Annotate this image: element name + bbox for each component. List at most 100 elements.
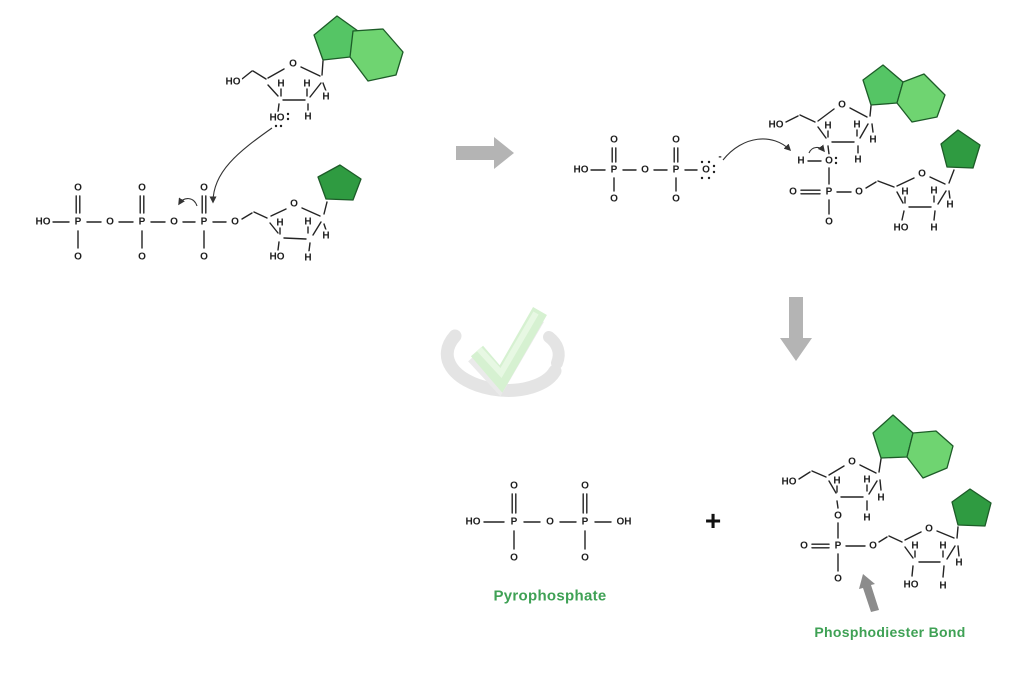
watermark-check-highlight: [476, 311, 539, 379]
base-ring: [896, 73, 946, 123]
atom-label: H: [863, 475, 870, 486]
atom-label: H: [304, 253, 311, 264]
atom-label: HO: [574, 165, 589, 176]
bond: [241, 70, 253, 80]
pyrophosphate-label: Pyrophosphate: [493, 587, 607, 605]
atom-label: P: [582, 517, 589, 528]
atom-label: H: [833, 476, 840, 487]
bond: [267, 84, 279, 97]
bond: [827, 145, 830, 155]
bond: [301, 207, 321, 217]
base-ring: [906, 430, 954, 479]
bond: [828, 480, 837, 494]
atom-label: HO: [782, 477, 797, 488]
atom-label: O: [546, 517, 554, 528]
bond: [878, 458, 882, 473]
atom-label: HO: [904, 580, 919, 591]
atom-label: H: [877, 493, 884, 504]
atom-label: H: [955, 558, 962, 569]
bond: [948, 190, 951, 200]
bond: [946, 545, 956, 560]
lone-pair-dot: [707, 176, 711, 180]
bond: [253, 211, 268, 219]
bond: [904, 531, 922, 541]
bond: [957, 545, 960, 557]
bond: [312, 221, 322, 236]
atom-label: O: [610, 135, 618, 146]
base-ring: [940, 129, 981, 169]
bond: [849, 107, 868, 118]
bond: [323, 201, 328, 215]
atom-label: H: [303, 79, 310, 90]
bond: [888, 535, 903, 543]
atom-label: P: [139, 217, 146, 228]
bond: [936, 530, 955, 539]
atom-label: H: [824, 121, 831, 132]
bond: [308, 242, 311, 252]
atom-label: O: [702, 165, 710, 176]
atom-label: H: [304, 112, 311, 123]
atom-label: O: [231, 217, 239, 228]
bond: [241, 212, 253, 220]
bond: [869, 105, 872, 117]
atom-label: H: [901, 187, 908, 198]
deprotonation-arrow-long: [722, 138, 792, 161]
bond: [798, 471, 811, 480]
atom-label: O: [848, 457, 856, 468]
atom-label: H: [277, 79, 284, 90]
atom-label: O: [581, 481, 589, 492]
atom-label: H: [853, 120, 860, 131]
atom-label: P: [611, 165, 618, 176]
atom-label: P: [835, 541, 842, 552]
atom-label: H: [322, 92, 329, 103]
atom-label: OH: [617, 517, 632, 528]
bond: [865, 181, 877, 189]
atom-label: O: [510, 553, 518, 564]
charge-label: -: [718, 152, 721, 163]
bond: [300, 66, 321, 77]
bond: [817, 126, 827, 139]
atom-label: O: [800, 541, 808, 552]
lone-pair-dot: [712, 164, 716, 168]
atom-label: O: [838, 100, 846, 111]
atom-label: O: [789, 187, 797, 198]
atom-label: HO: [270, 252, 285, 263]
plus-sign: +: [704, 505, 722, 536]
atom-label: O: [289, 59, 297, 70]
phosphodiester-bond-label: Phosphodiester Bond: [814, 624, 966, 640]
lone-pair-dot: [707, 160, 711, 164]
atom-label: P: [201, 217, 208, 228]
atom-label: O: [925, 524, 933, 535]
bond: [785, 115, 799, 123]
atom-label: O: [834, 511, 842, 522]
lone-pair-dot: [286, 117, 290, 121]
atom-label: H: [854, 155, 861, 166]
bond: [937, 190, 947, 205]
lone-pair-dot: [286, 112, 290, 116]
atom-label: P: [673, 165, 680, 176]
atom-label: O: [855, 187, 863, 198]
atom-label: O: [672, 135, 680, 146]
atom-label: H: [911, 541, 918, 552]
bond: [868, 480, 878, 495]
bond: [309, 82, 322, 98]
bond: [277, 103, 280, 113]
phosphodiester-pointer-arrow: [859, 574, 879, 612]
bond: [323, 223, 327, 231]
atom-label: P: [826, 187, 833, 198]
nucleophilic-attack-arrow: [209, 127, 273, 204]
flow-arrow-right: [456, 137, 514, 169]
atom-label: O: [106, 217, 114, 228]
atom-label: O: [834, 574, 842, 585]
atom-label: O: [170, 217, 178, 228]
atom-label: HO: [36, 217, 51, 228]
lone-pair-dot: [834, 161, 838, 165]
watermark-swoosh: [543, 331, 565, 369]
bond: [871, 123, 874, 133]
